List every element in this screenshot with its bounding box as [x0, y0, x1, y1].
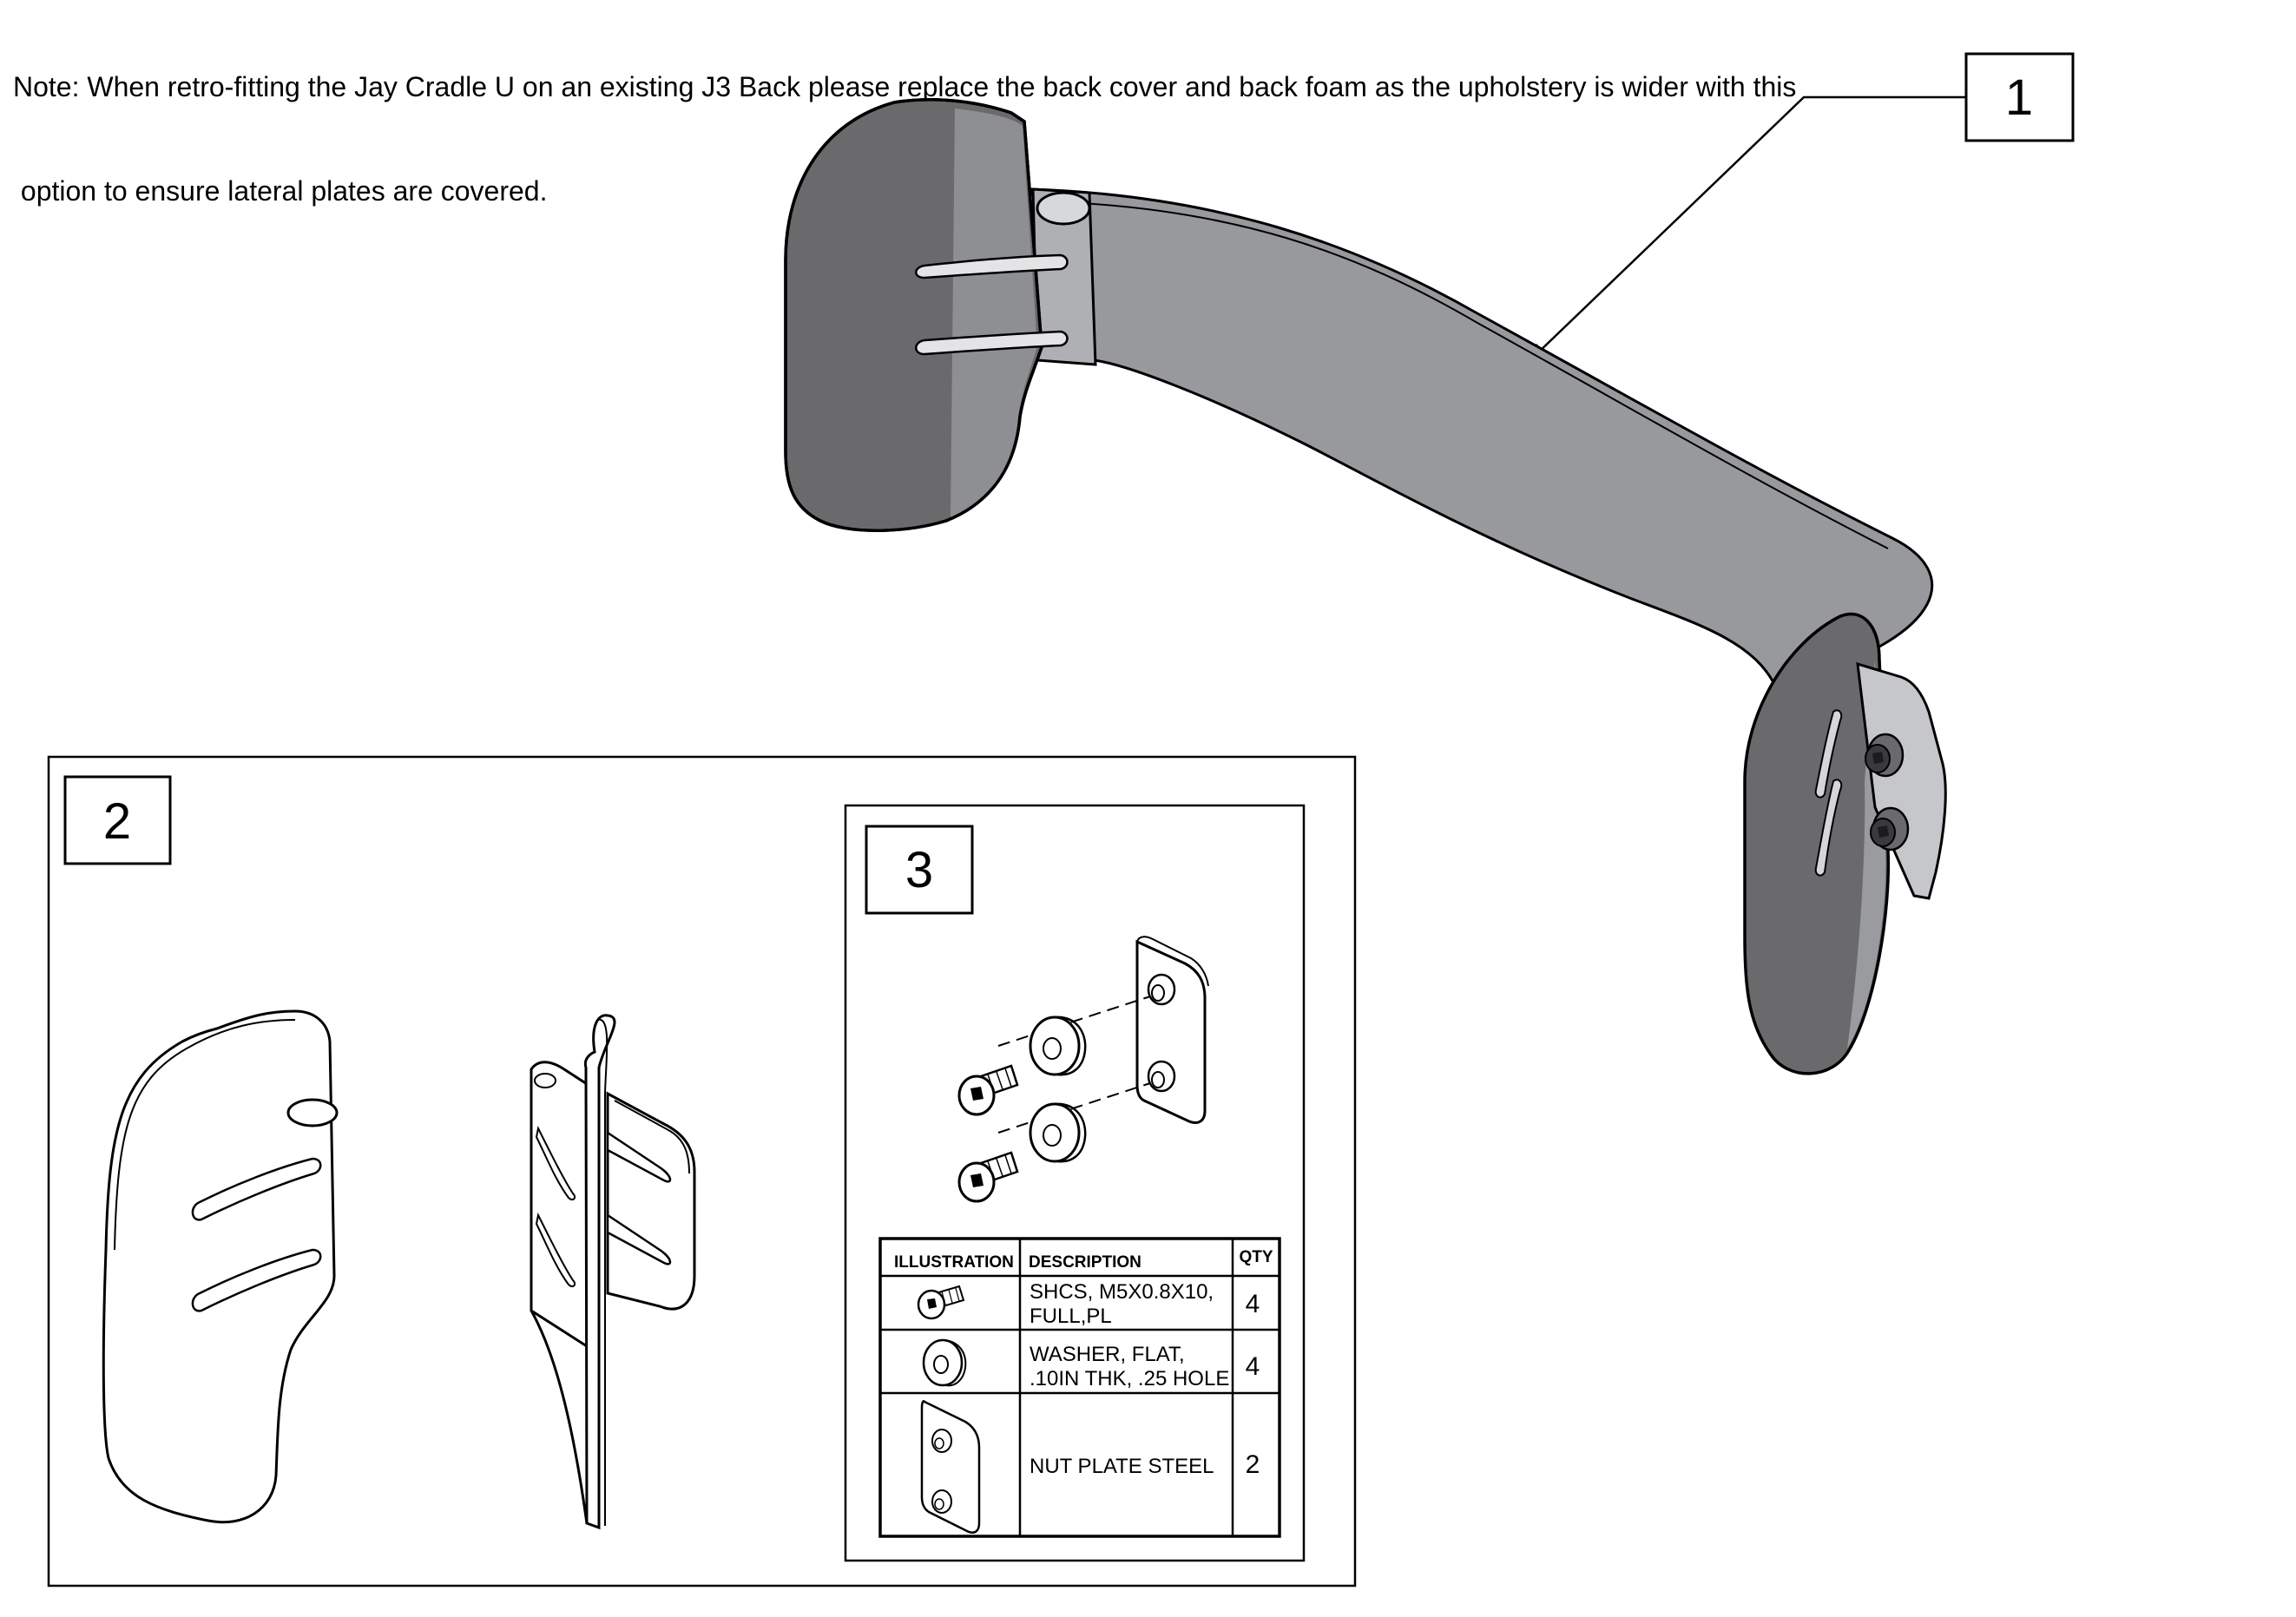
socket-head-cap-screw-icon	[917, 1285, 965, 1320]
row-3-qty: 2	[1246, 1450, 1260, 1479]
row-2-description-line-2: .10IN THK, .25 HOLE	[1030, 1367, 1229, 1390]
row-1-qty: 4	[1246, 1290, 1260, 1318]
table-row: NUT PLATE STEEL 2	[920, 1400, 1260, 1534]
right-nut-plate	[1856, 661, 1947, 900]
bolt-upper	[1865, 733, 1905, 778]
row-2-description-line-1: WASHER, FLAT,	[1030, 1343, 1185, 1366]
hardware-exploded-view	[957, 936, 1209, 1203]
callout-2-label: 2	[103, 793, 131, 850]
parts-table: ILLUSTRATION DESCRIPTION QTY SHCS, M5X0.…	[878, 1237, 1281, 1538]
row-2-qty: 4	[1246, 1352, 1260, 1381]
retrofit-note: Note: When retro-fitting the Jay Cradle …	[13, 0, 1796, 243]
header-qty: QTY	[1239, 1248, 1273, 1266]
cradle-u-assembly	[784, 98, 1947, 1075]
table-row: WASHER, FLAT, .10IN THK, .25 HOLE 4	[922, 1338, 1260, 1390]
cradle-bar	[1030, 187, 1934, 687]
note-line-1: Note: When retro-fitting the Jay Cradle …	[13, 71, 1797, 102]
detail-box-2: 2	[47, 755, 1357, 1587]
note-line-2: option to ensure lateral plates are cove…	[13, 175, 548, 207]
table-row: SHCS, M5X0.8X10, FULL,PL 4	[917, 1280, 1260, 1328]
callout-3-label: 3	[905, 842, 933, 898]
callout-1-label: 1	[2005, 69, 2033, 126]
callout-1-leader	[1521, 95, 1966, 370]
detail-box-3: 3	[844, 804, 1306, 1562]
header-description: DESCRIPTION	[1029, 1253, 1141, 1272]
header-illustration: ILLUSTRATION	[894, 1253, 1014, 1272]
row-1-description-line-2: FULL,PL	[1030, 1305, 1112, 1328]
flat-washer-icon	[922, 1338, 967, 1387]
screw-upper	[957, 1064, 1019, 1116]
bolt-lower	[1870, 806, 1910, 851]
pad-front-view	[102, 1009, 339, 1524]
pad-side-view	[530, 1014, 696, 1530]
nut-plate-icon	[920, 1400, 981, 1534]
row-3-description-line-1: NUT PLATE STEEL	[1030, 1455, 1214, 1478]
callout-1: 1	[1964, 52, 2075, 142]
row-1-description-line-1: SHCS, M5X0.8X10,	[1030, 1280, 1214, 1304]
screw-lower	[957, 1151, 1019, 1203]
